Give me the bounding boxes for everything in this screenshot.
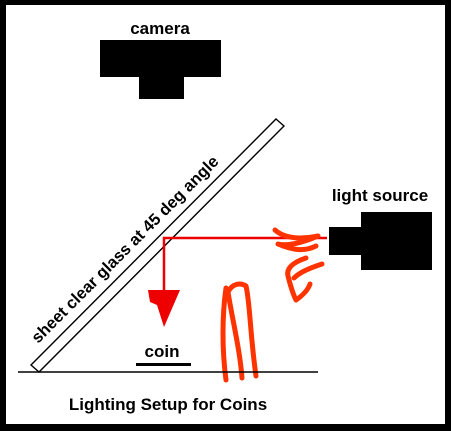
light-source-icon	[329, 212, 432, 270]
light-path-arrowhead	[148, 290, 180, 327]
coin-label: coin	[145, 342, 180, 361]
camera-icon	[100, 40, 221, 99]
coin	[136, 363, 191, 366]
light-source-label: light source	[332, 186, 428, 205]
camera-label: camera	[130, 19, 190, 38]
scribble-annotation	[220, 227, 325, 383]
diagram-caption: Lighting Setup for Coins	[69, 395, 267, 414]
